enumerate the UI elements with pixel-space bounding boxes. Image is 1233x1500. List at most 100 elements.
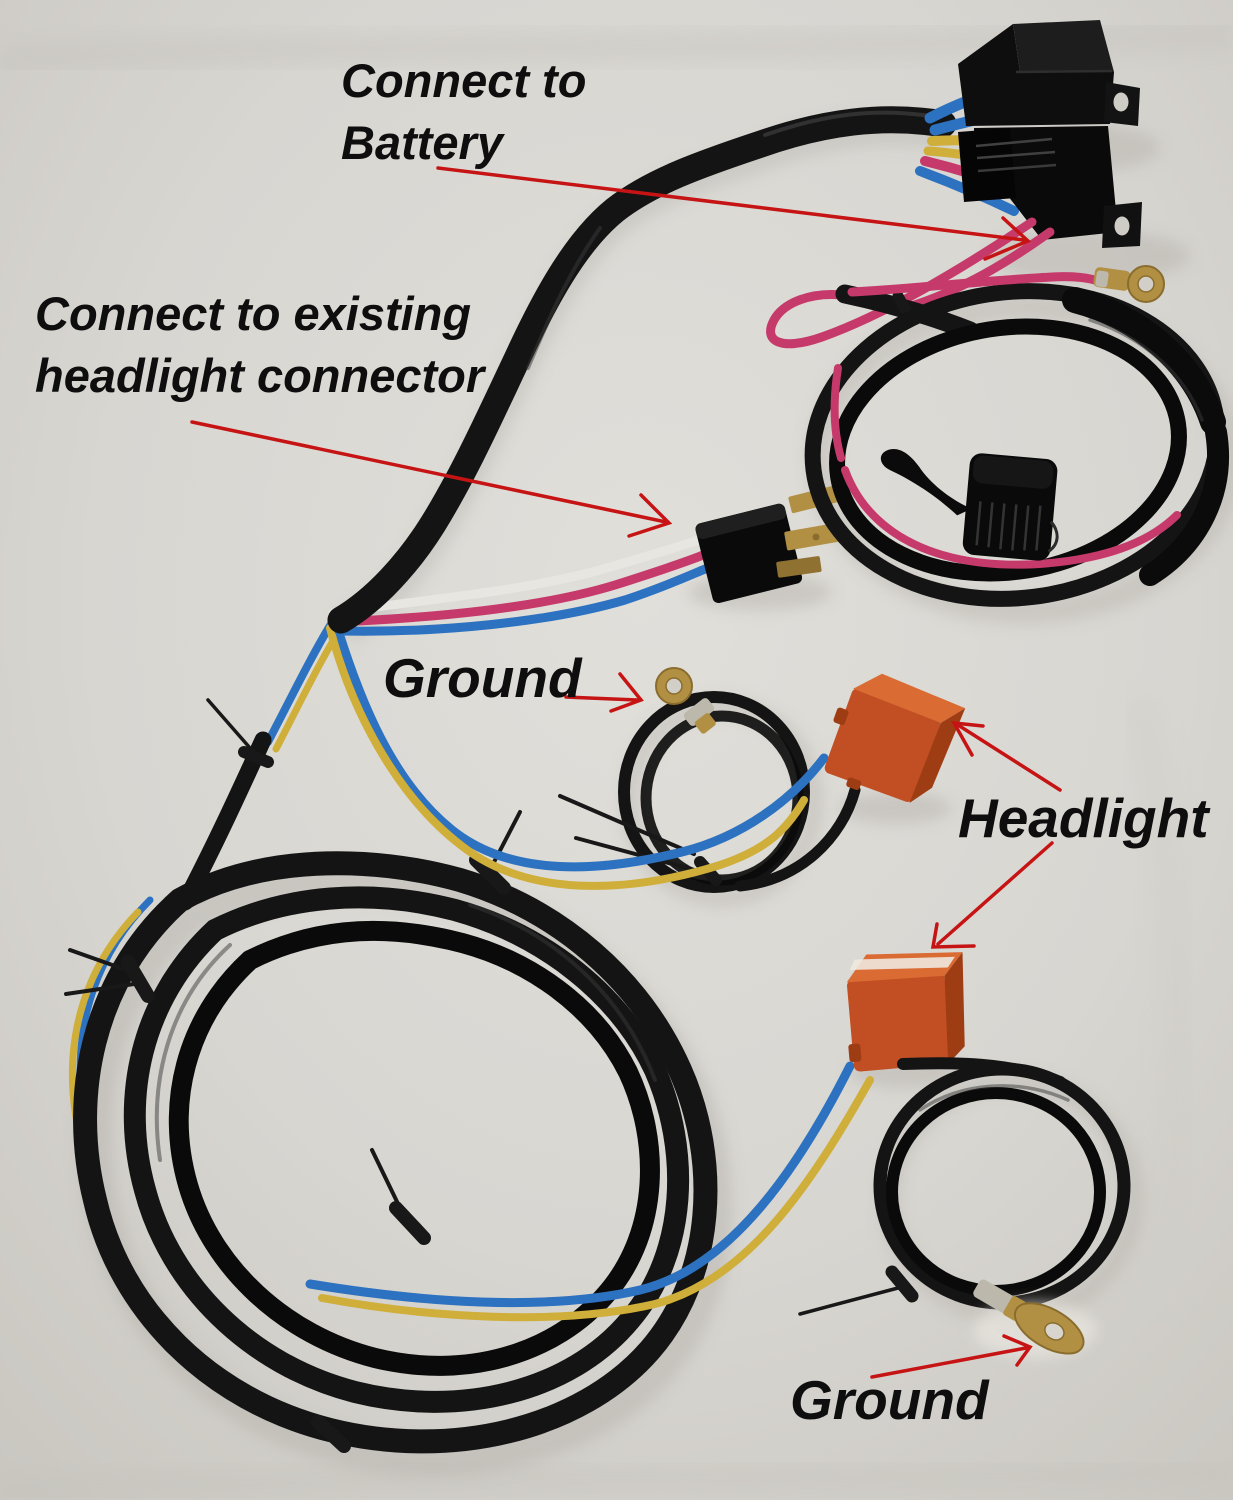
- orange-headlight-connector-2: [846, 952, 965, 1072]
- coil-loop-inner: [168, 920, 660, 1376]
- fuse-lead-loop: [829, 318, 1187, 582]
- harness-coil: [64, 810, 718, 1454]
- red-wire: [330, 548, 713, 627]
- connector-side-face: [944, 952, 965, 1064]
- connector-body-top: [695, 503, 787, 539]
- crimp-barrel: [1095, 270, 1109, 288]
- mounting-hole: [1113, 92, 1129, 112]
- fuse-clip: [1047, 520, 1059, 553]
- relay-1: [958, 20, 1140, 126]
- crimp-barrel: [694, 713, 716, 734]
- yellow-wire: [326, 624, 808, 890]
- sleeve-highlight: [763, 110, 932, 137]
- relay-body: [958, 24, 1114, 126]
- connector-body: [847, 972, 952, 1072]
- ring-hole: [1137, 275, 1155, 293]
- relay-edge: [1015, 69, 1113, 74]
- zip-tie: [206, 698, 274, 768]
- sleeve-highlight: [526, 226, 602, 370]
- connector-body: [824, 688, 941, 802]
- headlight-connector-arrow: [190, 420, 673, 538]
- arrow-line: [190, 420, 668, 524]
- ground-ring-terminal-1: [655, 667, 716, 734]
- connector-side-face: [909, 708, 966, 803]
- feed-to-left-connector: [326, 624, 829, 890]
- arrow-head: [1002, 1334, 1033, 1367]
- connector-tab: [846, 777, 862, 790]
- orange-headlight-connector-1: [824, 673, 966, 803]
- connector-tab: [833, 707, 849, 726]
- battery-ring-terminal: [1093, 265, 1165, 303]
- fuse-holder-ribs: [975, 501, 1042, 551]
- socket-edge: [976, 150, 1056, 160]
- sleeve-highlight: [1088, 318, 1204, 422]
- coil-loop-middle: [123, 886, 690, 1413]
- red-wire: [847, 272, 1103, 297]
- sleeve-tube: [327, 106, 957, 634]
- arrow-head: [627, 493, 673, 538]
- headlight-label: Headlight: [958, 787, 1209, 849]
- ring-hole: [665, 677, 683, 695]
- arrow-line: [870, 1346, 1028, 1379]
- zip-tie: [370, 1148, 431, 1245]
- socket-edge: [975, 137, 1053, 148]
- arrow-line: [936, 841, 1054, 946]
- coil-highlight: [154, 943, 232, 1162]
- fuse-holder-cap: [972, 455, 1054, 489]
- mounting-hole: [1114, 216, 1130, 236]
- headlight-upper-arrow: [950, 720, 1062, 792]
- battery-label: Connect to Battery: [341, 54, 587, 169]
- fabric-crease: [1125, 697, 1193, 1303]
- arrow-head: [930, 922, 976, 949]
- fuse-holder-lever: [880, 449, 972, 516]
- blue-wire: [305, 1061, 855, 1308]
- headlight-connector-label: Connect to existing headlight connector: [35, 287, 485, 402]
- coil-highlight: [468, 903, 657, 1082]
- spade-terminal: [784, 522, 843, 551]
- blue-wire: [333, 625, 829, 872]
- crimp-barrel: [1003, 1295, 1026, 1321]
- red-wire: [766, 217, 1037, 349]
- arrow-head: [609, 672, 644, 713]
- connector-tab: [848, 1043, 862, 1063]
- fabric-crease: [0, 1459, 1233, 1500]
- relay-socket: [958, 128, 1016, 202]
- ground-middle-arrow: [564, 672, 644, 713]
- zip-tie: [311, 1415, 351, 1453]
- ring-hole: [1044, 1322, 1065, 1341]
- headlight-lower-arrow: [930, 841, 1054, 949]
- ground-pigtail-wire: [734, 784, 861, 892]
- h4-connector: [695, 503, 803, 604]
- ground-bottom-arrow: [870, 1334, 1033, 1379]
- red-wire: [841, 466, 1181, 569]
- heat-shrink: [1062, 287, 1226, 435]
- ground-ring-terminal-2: [973, 1279, 1097, 1358]
- ground-wire-loop-1: [558, 691, 810, 893]
- arrow-line: [564, 695, 639, 702]
- annotation-arrows: [190, 166, 1062, 1379]
- heat-shrink: [1139, 421, 1230, 586]
- main-harness-sleeve: [327, 106, 957, 634]
- socket-edge: [977, 163, 1057, 173]
- fuse-holder: [880, 449, 1059, 561]
- arrow-line: [436, 166, 1026, 242]
- arrow-head: [950, 720, 985, 757]
- spade-terminal: [776, 556, 822, 578]
- wire-highlight: [918, 1084, 1070, 1112]
- blue-wire: [264, 620, 335, 746]
- yellow-wire: [318, 1076, 874, 1322]
- blue-wire: [334, 562, 715, 636]
- relay-2: [958, 126, 1142, 248]
- ground-label-middle: Ground: [383, 647, 582, 709]
- arrow-line: [956, 723, 1062, 792]
- connector-top-face: [853, 673, 966, 723]
- fused-battery-lead: [766, 217, 1230, 607]
- coil-exit-pair: [305, 1061, 874, 1322]
- ground-label-bottom: Ground: [790, 1369, 989, 1431]
- battery-arrow: [436, 166, 1032, 261]
- white-wire: [328, 533, 709, 618]
- arrow-head: [983, 216, 1032, 261]
- zip-tie: [798, 1265, 919, 1316]
